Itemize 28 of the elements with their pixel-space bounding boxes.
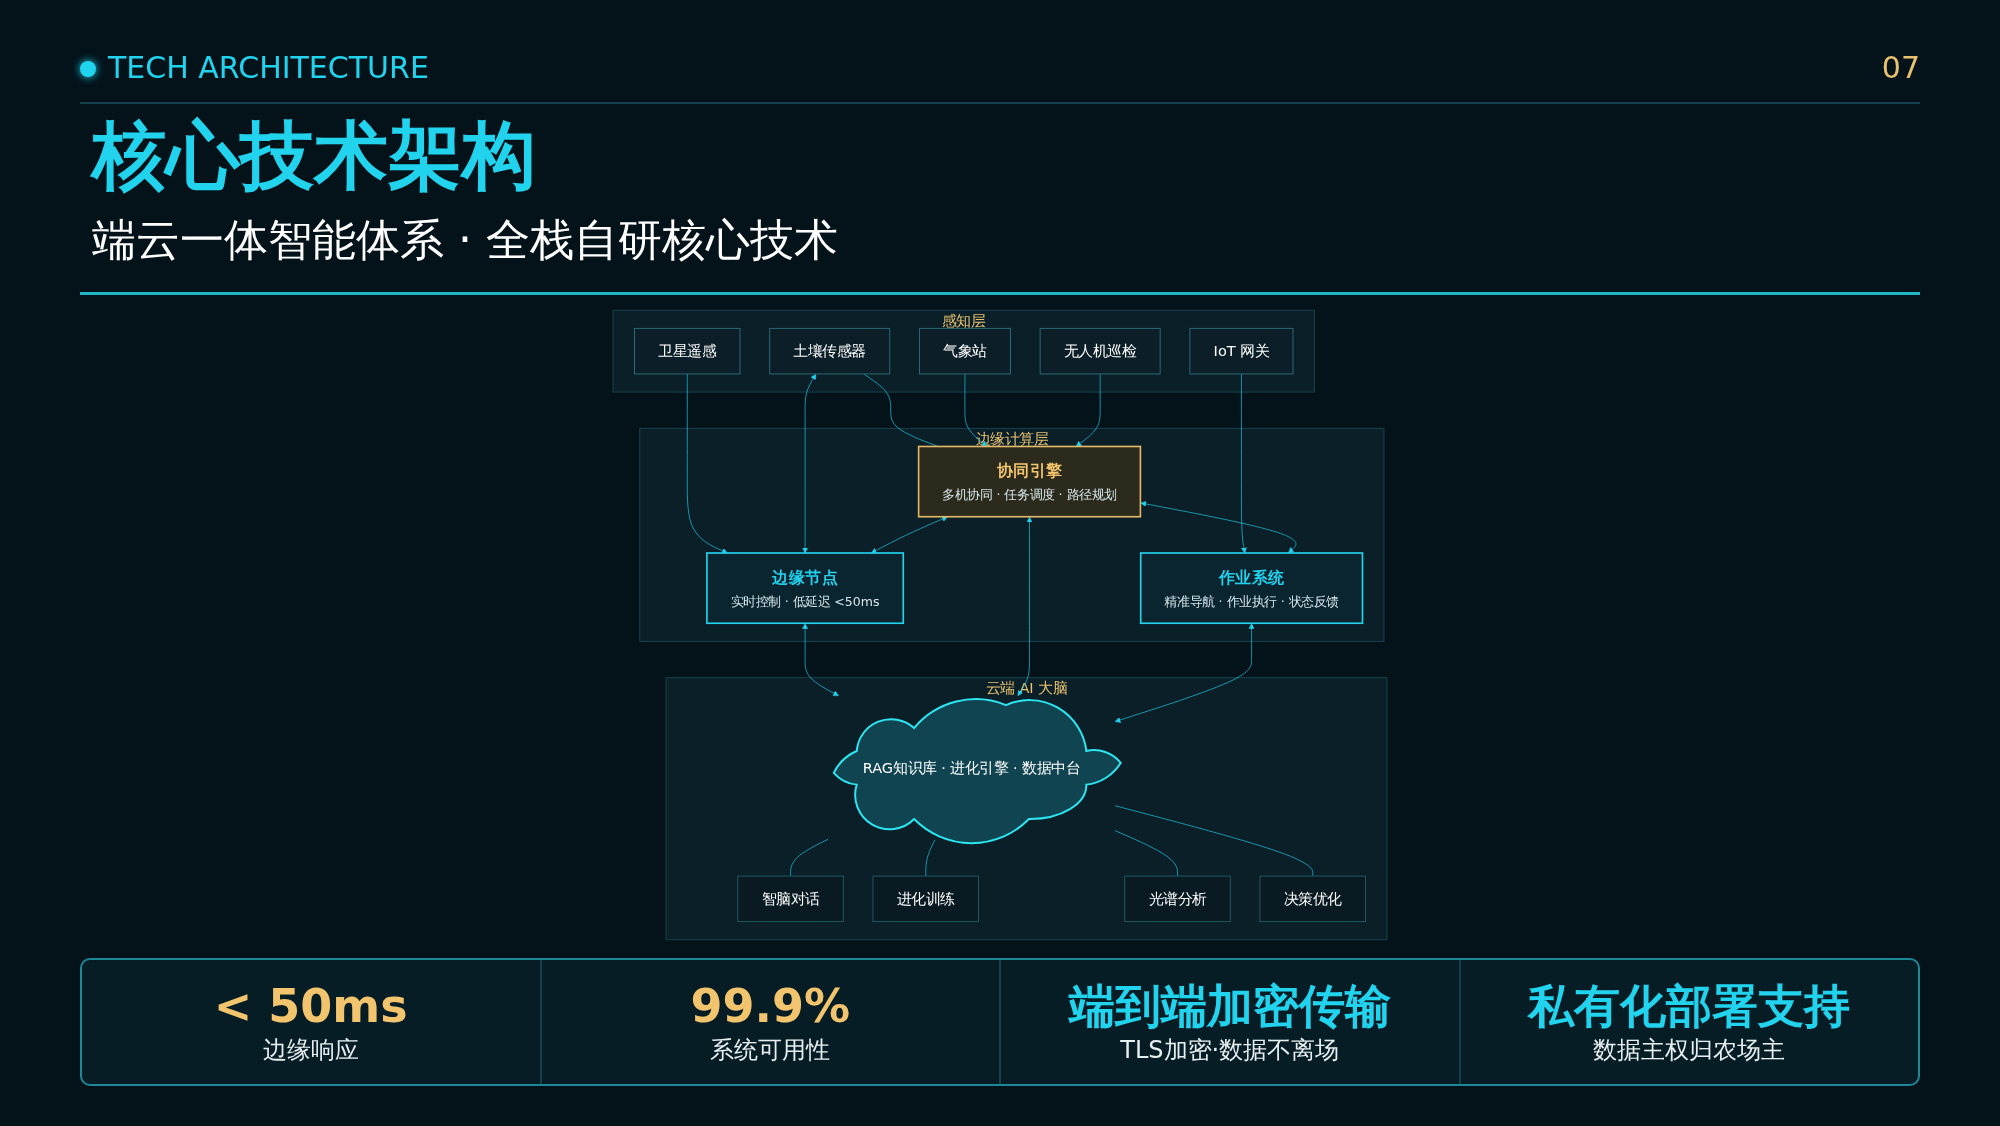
node-box: 决策优化 — [1259, 875, 1366, 923]
node-box: 作业系统 精准导航 · 作业执行 · 状态反馈 — [1139, 552, 1364, 625]
node-box: 土壤传感器 — [769, 327, 891, 375]
stat-caption: 系统可用性 — [710, 1035, 831, 1066]
stat-value: 私有化部署支持 — [1528, 978, 1851, 1034]
section-label: TECH ARCHITECTURE — [108, 49, 429, 87]
node-box: 智脑对话 — [737, 875, 844, 923]
connector — [790, 838, 829, 877]
slide-subtitle: 端云一体智能体系 · 全栈自研核心技术 — [92, 213, 838, 267]
connector — [1114, 830, 1178, 877]
stat-caption: TLS加密·数据不离场 — [1120, 1035, 1340, 1066]
connector — [1114, 805, 1314, 877]
node-box: 无人机巡检 — [1039, 327, 1161, 375]
stat-value: 端到端加密传输 — [1068, 978, 1391, 1034]
stat-caption: 边缘响应 — [262, 1035, 359, 1066]
stat-value: 99.9% — [690, 978, 851, 1034]
node-box: 光谱分析 — [1124, 875, 1231, 923]
page-number: 07 — [1881, 49, 1920, 87]
node-box: 边缘节点 实时控制 · 低延迟 <50ms — [706, 552, 905, 625]
node-box: 卫星遥感 — [634, 327, 741, 375]
stat-value: < 50ms — [213, 978, 408, 1034]
node-box: 协同引擎 多机协同 · 任务调度 · 路径规划 — [917, 445, 1142, 518]
connector — [925, 839, 936, 877]
node-box: 进化训练 — [872, 875, 980, 923]
stat-caption: 数据主权归农场主 — [1593, 1035, 1786, 1066]
node-box: IoT 网关 — [1189, 327, 1294, 375]
node-box: 气象站 — [918, 327, 1011, 375]
slide-title: 核心技术架构 — [92, 112, 536, 198]
